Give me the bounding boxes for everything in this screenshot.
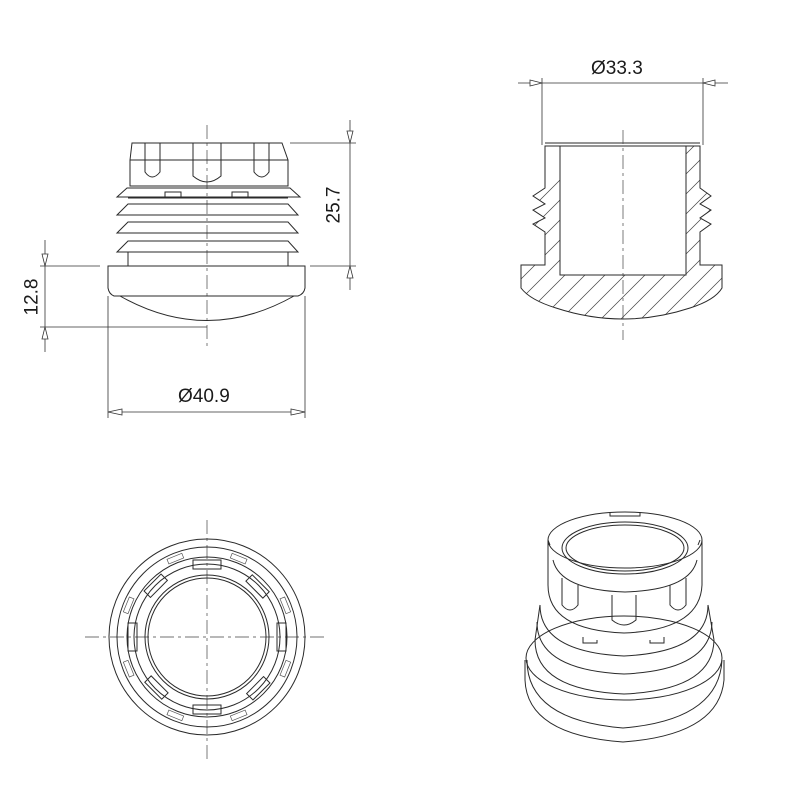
cross-section-view [518, 78, 728, 340]
front-elevation-view [40, 120, 356, 418]
dimension-insert-diameter-label: Ø33.3 [591, 58, 643, 79]
isometric-view [524, 511, 725, 743]
dimension-base-height-label: 12.8 [21, 278, 43, 316]
dimension-base-diameter-label: Ø40.9 [178, 386, 230, 407]
dimension-height-label: 25.7 [323, 186, 345, 224]
top-plan-view [85, 520, 328, 760]
